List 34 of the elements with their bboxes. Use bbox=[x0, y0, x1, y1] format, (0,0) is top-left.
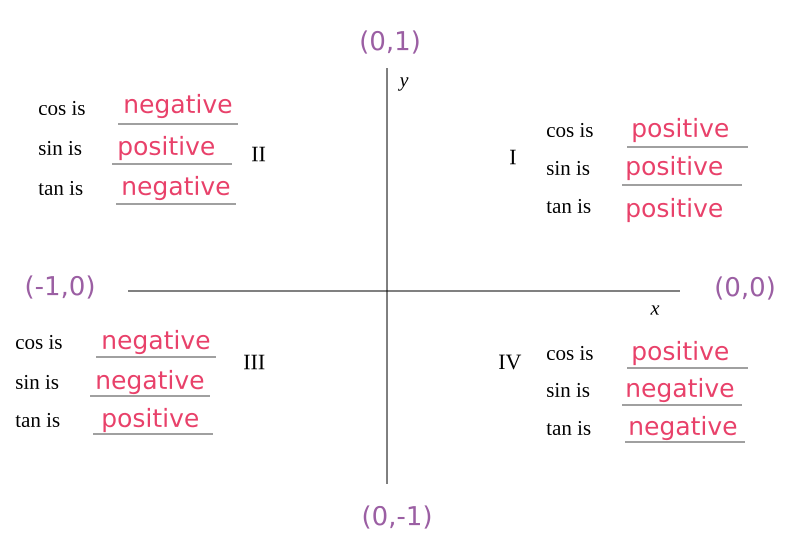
quadrant-label: II bbox=[252, 146, 266, 162]
coordinate-label: (0,-1) bbox=[364, 505, 430, 529]
prompt-text: sin is bbox=[547, 382, 590, 398]
coordinate-label: (0,0) bbox=[716, 276, 774, 300]
answer-text: positive bbox=[103, 408, 198, 432]
prompt-text: tan is bbox=[15, 412, 60, 428]
quadrant-label: IV bbox=[499, 354, 522, 370]
answer-text: positive bbox=[627, 156, 722, 180]
coordinate-label: (-1,0) bbox=[26, 275, 94, 299]
prompt-text: sin is bbox=[39, 140, 82, 156]
prompt-text: tan is bbox=[546, 420, 590, 436]
answer-text: positive bbox=[633, 118, 728, 142]
answer-text: positive bbox=[633, 340, 728, 366]
axis-label: y bbox=[398, 77, 408, 91]
prompt-text: tan is bbox=[546, 198, 590, 214]
answer-text: negative bbox=[97, 370, 204, 394]
prompt-text: cos is bbox=[547, 346, 593, 360]
prompt-text: cos is bbox=[16, 334, 62, 350]
answer-text: negative bbox=[103, 330, 210, 354]
prompt-text: sin is bbox=[547, 160, 590, 176]
answer-text: negative bbox=[125, 94, 232, 118]
prompt-text: tan is bbox=[38, 180, 82, 196]
answer-text: positive bbox=[119, 136, 214, 160]
prompt-text: cos is bbox=[39, 100, 85, 116]
answer-text: negative bbox=[630, 416, 736, 440]
coordinate-label: (0,1) bbox=[361, 30, 419, 54]
quadrant-label: I bbox=[510, 150, 516, 164]
answer-text: negative bbox=[123, 176, 230, 200]
answer-text: positive bbox=[627, 198, 722, 222]
prompt-text: sin is bbox=[16, 374, 58, 390]
axis-label: x bbox=[650, 305, 660, 315]
prompt-text: cos is bbox=[547, 122, 593, 138]
quadrant-label: III bbox=[244, 354, 264, 370]
answer-text: negative bbox=[627, 378, 734, 402]
